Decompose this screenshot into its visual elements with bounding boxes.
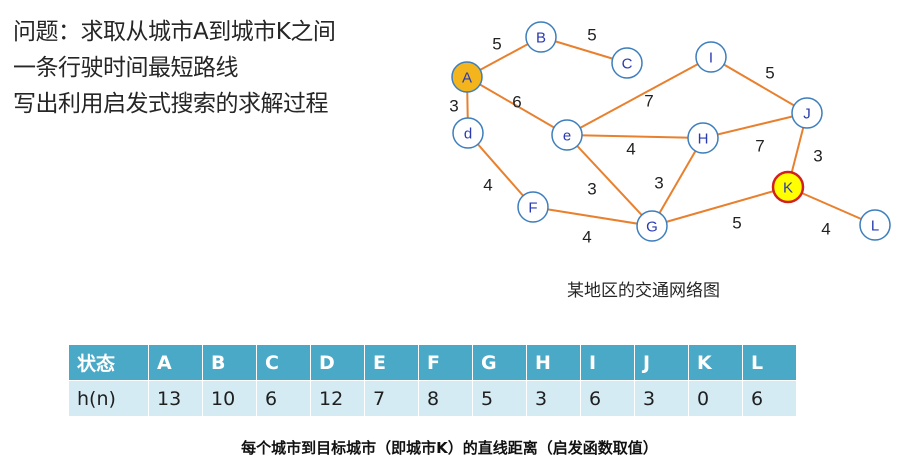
edge-weight-e-g: 3 <box>587 180 596 199</box>
node-circle <box>451 61 483 93</box>
edge-f-g <box>532 206 653 227</box>
node-label: K <box>783 180 793 197</box>
node-label: J <box>803 106 811 123</box>
state-header-k: K <box>688 344 743 381</box>
edge-a-e <box>466 76 568 136</box>
state-header-l: L <box>742 344 797 381</box>
node-l: L <box>859 209 891 241</box>
h-value-j: 3 <box>634 380 689 417</box>
nodes-layer: A B C I Jd e H K F G L <box>451 21 891 242</box>
node-c: C <box>611 47 643 79</box>
row-label: h(n) <box>68 380 149 417</box>
problem-line-1: 问题：求取从城市A到城市K之间 <box>13 19 336 45</box>
edge-g-k <box>651 186 789 227</box>
edge-h-j <box>702 112 808 139</box>
node-b: B <box>525 21 557 53</box>
node-label: L <box>871 218 879 235</box>
node-label: G <box>646 219 658 236</box>
state-header-e: E <box>364 344 419 381</box>
node-label: B <box>536 30 546 47</box>
edge-weight-f-g: 4 <box>582 228 591 247</box>
edge-weight-k-l: 4 <box>821 220 830 239</box>
node-circle <box>636 210 668 242</box>
h-value-l: 6 <box>742 380 797 417</box>
edge-weight-a-d: 3 <box>449 97 458 116</box>
edge-weight-a-b: 5 <box>492 35 501 54</box>
state-header-c: C <box>256 344 311 381</box>
node-label: C <box>622 56 633 73</box>
edge-weight-h-j: 7 <box>755 137 764 156</box>
h-value-e: 7 <box>364 380 419 417</box>
node-circle <box>611 47 643 79</box>
node-i: I <box>695 41 727 73</box>
node-circle <box>695 41 727 73</box>
edge-d-f <box>467 132 534 208</box>
state-header-i: I <box>580 344 635 381</box>
h-value-i: 6 <box>580 380 635 417</box>
node-a: A <box>451 61 483 93</box>
edge-h-g <box>651 137 704 227</box>
edge-weight-i-j: 5 <box>765 64 774 83</box>
h-value-c: 6 <box>256 380 311 417</box>
h-value-f: 8 <box>418 380 473 417</box>
h-value-b: 10 <box>202 380 257 417</box>
graph-caption: 某地区的交通网络图 <box>567 281 720 301</box>
state-header-g: G <box>472 344 527 381</box>
h-value-g: 5 <box>472 380 527 417</box>
node-h: H <box>687 122 719 154</box>
node-d: d <box>452 117 484 149</box>
state-header-b: B <box>202 344 257 381</box>
problem-line-2: 一条行驶时间最短路线 <box>13 55 239 81</box>
edge-weight-b-c: 5 <box>587 26 596 45</box>
problem-statement: 问题：求取从城市A到城市K之间 一条行驶时间最短路线 写出利用启发式搜索的求解过… <box>13 14 413 122</box>
node-circle <box>525 21 557 53</box>
node-label: d <box>464 126 472 143</box>
node-circle <box>452 117 484 149</box>
node-label: e <box>563 128 571 145</box>
node-k: K <box>771 170 805 204</box>
node-circle <box>551 119 583 151</box>
edge-weight-j-k: 3 <box>813 147 822 166</box>
node-label: I <box>709 50 713 67</box>
edge-weight-e-i: 7 <box>644 92 653 111</box>
h-value-a: 13 <box>148 380 203 417</box>
edge-weight-g-k: 5 <box>732 214 741 233</box>
node-circle <box>859 209 891 241</box>
h-value-k: 0 <box>688 380 743 417</box>
edge-weight-d-f: 4 <box>483 176 492 195</box>
node-f: F <box>517 191 549 223</box>
node-circle <box>517 191 549 223</box>
node-label: A <box>462 70 472 87</box>
h-value-h: 3 <box>526 380 581 417</box>
header-label: 状态 <box>68 344 149 381</box>
node-label: F <box>528 200 537 217</box>
edge-e-i <box>566 56 712 136</box>
edge-weight-h-g: 3 <box>654 174 663 193</box>
edge-weight-a-e: 6 <box>512 93 521 112</box>
edge-i-j <box>710 56 808 114</box>
node-e: e <box>551 119 583 151</box>
state-header-d: D <box>310 344 365 381</box>
node-circle <box>791 97 823 129</box>
edge-weight-e-h: 4 <box>626 140 635 159</box>
state-header-a: A <box>148 344 203 381</box>
state-header-h: H <box>526 344 581 381</box>
node-circle <box>687 122 719 154</box>
h-value-d: 12 <box>310 380 365 417</box>
node-g: G <box>636 210 668 242</box>
node-circle <box>771 170 805 204</box>
node-label: H <box>698 131 709 148</box>
state-header-j: J <box>634 344 689 381</box>
table-footnote: 每个城市到目标城市（即城市K）的直线距离（启发函数取值） <box>241 439 658 457</box>
edge-e-g <box>566 134 653 227</box>
problem-line-3: 写出利用启发式搜索的求解过程 <box>13 91 329 117</box>
state-header-f: F <box>418 344 473 381</box>
edge-e-h <box>566 134 704 139</box>
node-j: J <box>791 97 823 129</box>
